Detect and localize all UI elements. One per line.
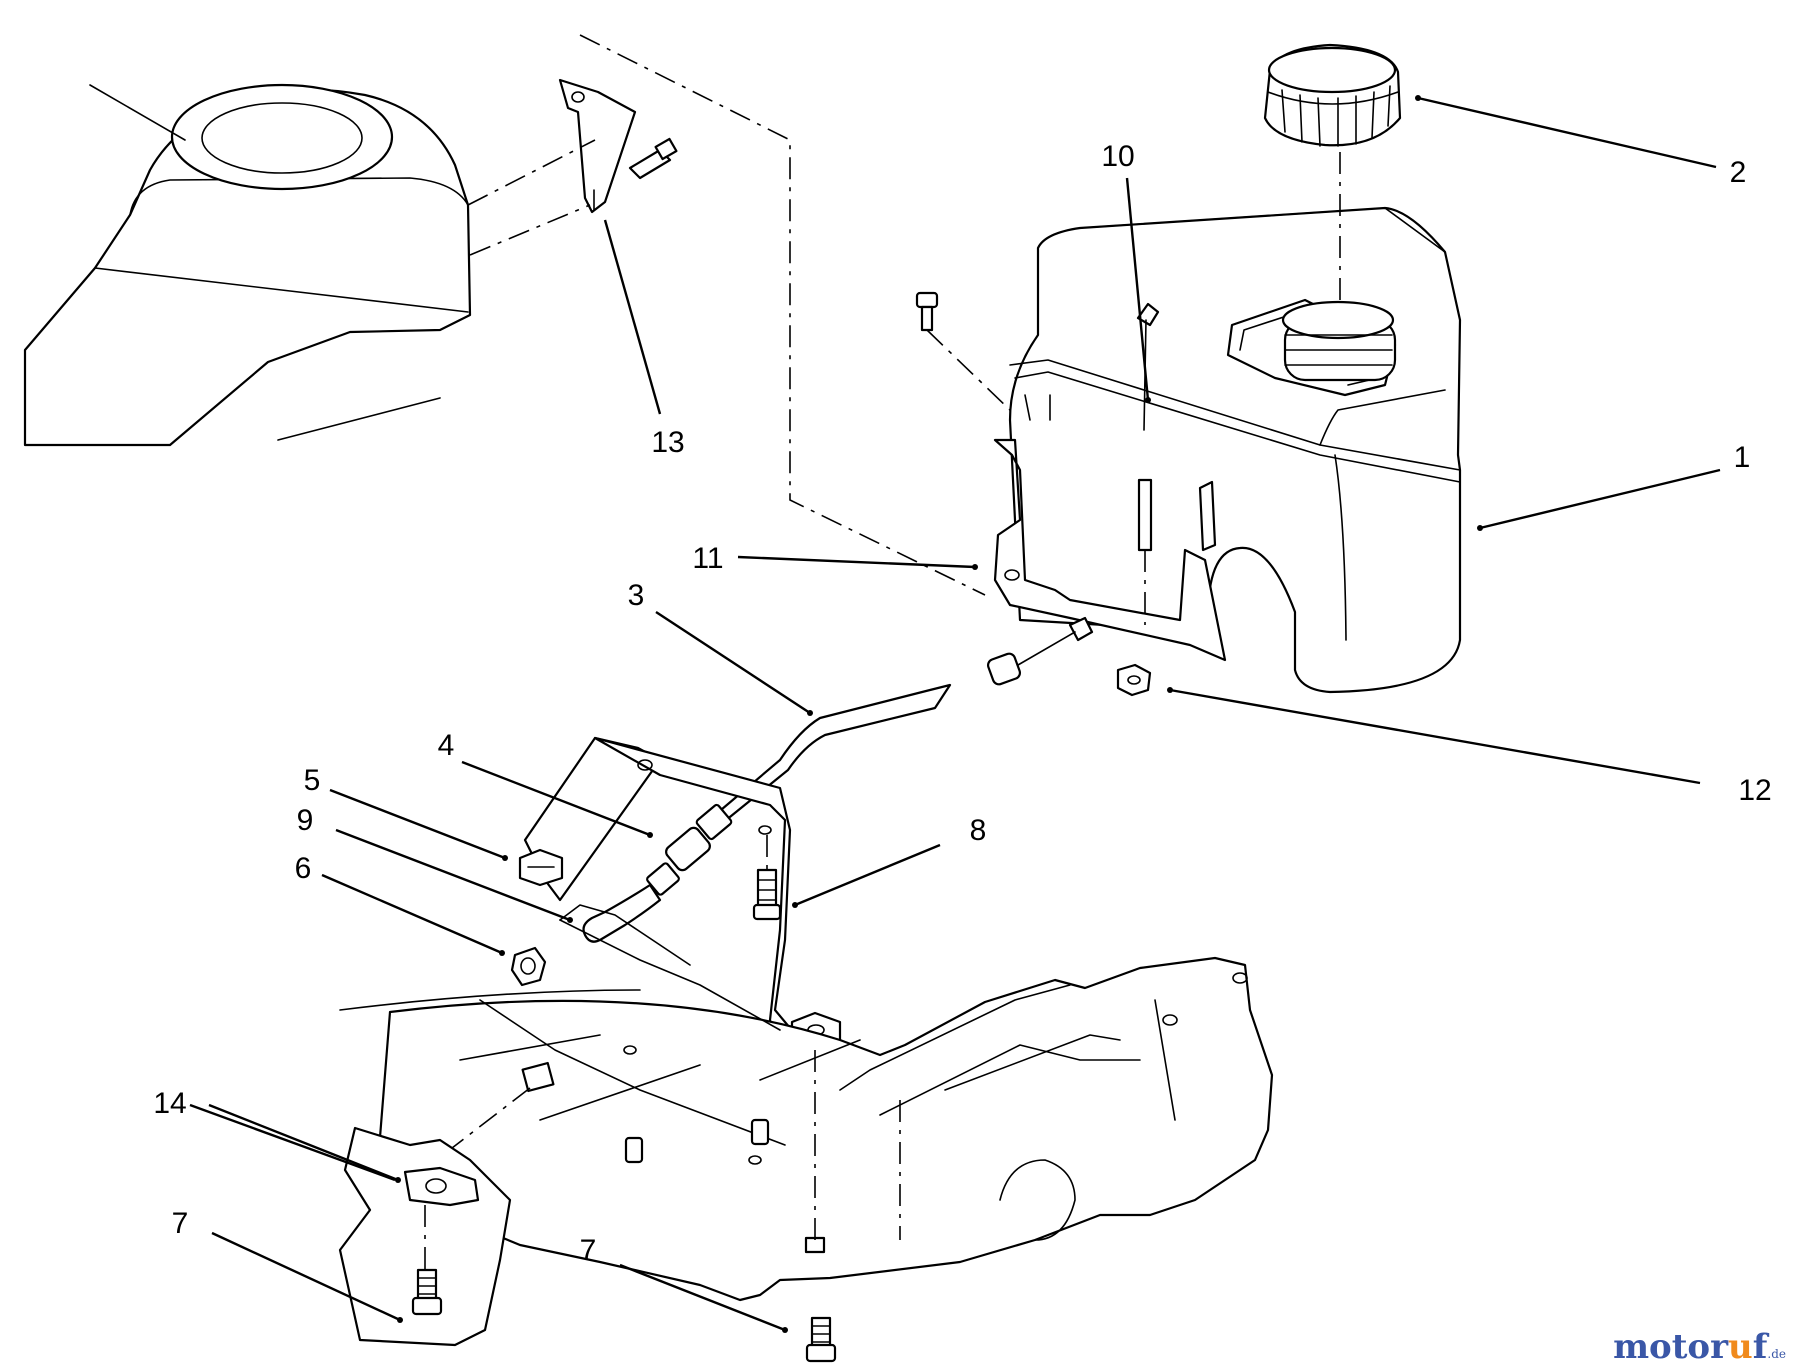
- callout-10: 10: [1101, 140, 1134, 173]
- fuel-line-9: [582, 883, 662, 943]
- nut-12: [1116, 663, 1152, 697]
- mower-deck: [339, 904, 1274, 1302]
- callout-4: 4: [438, 729, 455, 762]
- fuel-valve-4: [646, 803, 733, 896]
- callout-2: 2: [1730, 156, 1747, 189]
- callout-14: 14: [153, 1087, 186, 1120]
- callout-9: 9: [297, 804, 314, 837]
- tank-bracket-11: [993, 394, 1227, 662]
- fuel-cap: [1263, 43, 1402, 147]
- callout-3: 3: [628, 579, 645, 612]
- callout-1: 1: [1734, 441, 1751, 474]
- flange-nut-5: [518, 848, 564, 887]
- leader-dots: [395, 95, 1483, 1333]
- assembly-lines-top: [467, 34, 986, 596]
- hose-clamp-6: [510, 946, 547, 987]
- bolt-engine-bracket: [628, 137, 678, 180]
- callout-13: 13: [651, 426, 684, 459]
- callout-8: 8: [970, 814, 987, 847]
- bolt-7-right: [805, 1316, 837, 1363]
- leader-lines: [189, 96, 1721, 1332]
- bolt-7-left: [411, 1268, 443, 1316]
- watermark-logo: motoruf.de: [1613, 1330, 1786, 1364]
- callout-7-right: 7: [580, 1234, 597, 1267]
- watermark-part3: f: [1752, 1327, 1768, 1367]
- watermark-part1: motor: [1613, 1327, 1729, 1367]
- bracket-13: [558, 78, 637, 214]
- callout-6: 6: [295, 852, 312, 885]
- callout-5: 5: [304, 764, 321, 797]
- callout-7-left: 7: [172, 1207, 189, 1240]
- watermark-suffix: .de: [1767, 1347, 1786, 1361]
- clip-14: [403, 1166, 480, 1270]
- callouts: 1 2 3 4 5 6 7 7 8 9 10 11 12 13 14: [153, 140, 1771, 1267]
- engine-housing: [23, 83, 472, 447]
- callout-12: 12: [1738, 774, 1771, 807]
- bolt-11: [915, 291, 1011, 411]
- watermark-part2: u: [1728, 1327, 1753, 1367]
- bolt-8: [752, 835, 782, 921]
- callout-11: 11: [692, 542, 723, 575]
